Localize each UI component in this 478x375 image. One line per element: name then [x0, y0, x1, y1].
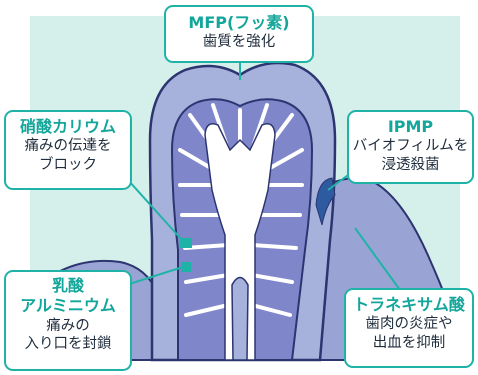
- aluminum-title-2: アルミニウム: [20, 296, 116, 316]
- sealed-tubule-marker: [180, 238, 192, 248]
- biofilm: [315, 177, 336, 226]
- callout-mfp: MFP(フッ素) 歯質を強化: [164, 5, 314, 63]
- tranexamic-desc-2: 出血を抑制: [372, 335, 446, 352]
- tooth-pulp: [204, 123, 276, 361]
- aluminum-desc-2: 入り口を封鎖: [24, 336, 112, 353]
- mfp-title: MFP(フッ素): [188, 13, 290, 32]
- mfp-desc: 歯質を強化: [202, 34, 276, 51]
- potassium-desc-2: ブロック: [39, 157, 97, 174]
- potassium-title: 硝酸カリウム: [19, 117, 116, 136]
- tranexamic-title: トラネキサム酸: [353, 295, 465, 314]
- ipmp-desc-2: 浸透殺菌: [381, 157, 440, 174]
- callout-ipmp: IPMP バイオフィルムを 浸透殺菌: [347, 110, 474, 184]
- tranexamic-desc-1: 歯肉の炎症や: [365, 316, 453, 333]
- callout-aluminum-lactate: 乳酸 アルミニウム 痛みの 入り口を封鎖: [4, 270, 132, 371]
- sealed-tubule-marker: [181, 262, 191, 272]
- root-canal: [231, 276, 249, 361]
- ipmp-title: IPMP: [387, 117, 434, 136]
- potassium-desc-1: 痛みの伝達を: [24, 138, 112, 155]
- callout-potassium-nitrate: 硝酸カリウム 痛みの伝達を ブロック: [4, 110, 132, 190]
- aluminum-desc-1: 痛みの: [46, 317, 90, 334]
- callout-tranexamic-acid: トラネキサム酸 歯肉の炎症や 出血を抑制: [344, 288, 474, 368]
- ipmp-desc-1: バイオフィルムを: [352, 138, 469, 155]
- aluminum-title-1: 乳酸: [51, 276, 84, 295]
